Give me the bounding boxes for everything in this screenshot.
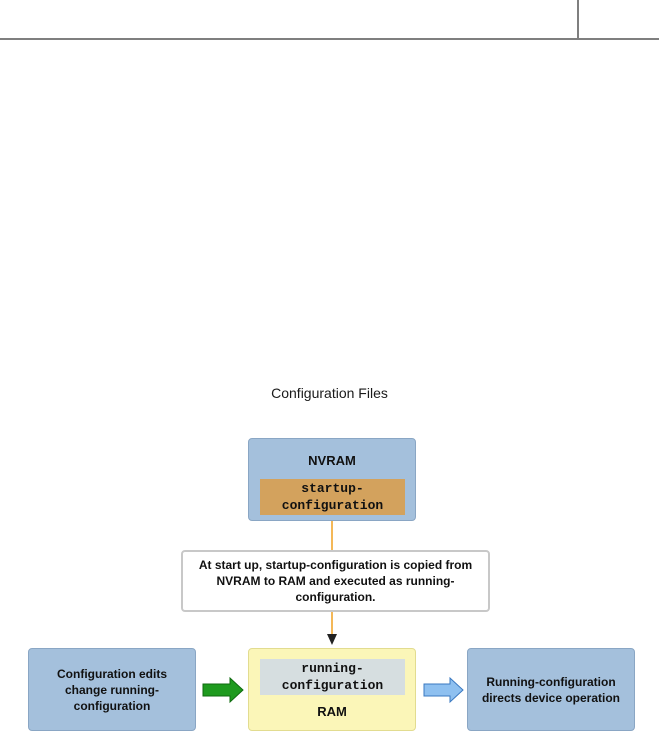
blue-arrow (423, 676, 464, 704)
ram-box: running- configuration RAM (248, 648, 416, 731)
top-divider-line (0, 38, 659, 40)
top-vertical-divider (577, 0, 579, 39)
diagram-title: Configuration Files (271, 385, 388, 401)
device-operation-box: Running-configuration directs device ope… (467, 648, 635, 731)
ram-label: RAM (317, 704, 347, 719)
ram-arrowhead (327, 634, 337, 645)
copy-process-note: At start up, startup-configuration is co… (181, 550, 490, 612)
configuration-edits-box: Configuration edits change running-confi… (28, 648, 196, 731)
device-operation-text: Running-configuration directs device ope… (481, 674, 621, 705)
green-arrow (202, 676, 244, 704)
startup-configuration-label: startup- configuration (281, 481, 384, 513)
configuration-edits-text: Configuration edits change running-confi… (57, 666, 167, 713)
running-configuration-label: running- configuration (281, 661, 384, 693)
nvram-box: NVRAM startup- configuration (248, 438, 416, 521)
nvram-label: NVRAM (308, 453, 356, 468)
copy-process-text: At start up, startup-configuration is co… (198, 558, 473, 604)
running-configuration-file: running- configuration (260, 659, 405, 695)
startup-configuration-file: startup- configuration (260, 479, 405, 515)
